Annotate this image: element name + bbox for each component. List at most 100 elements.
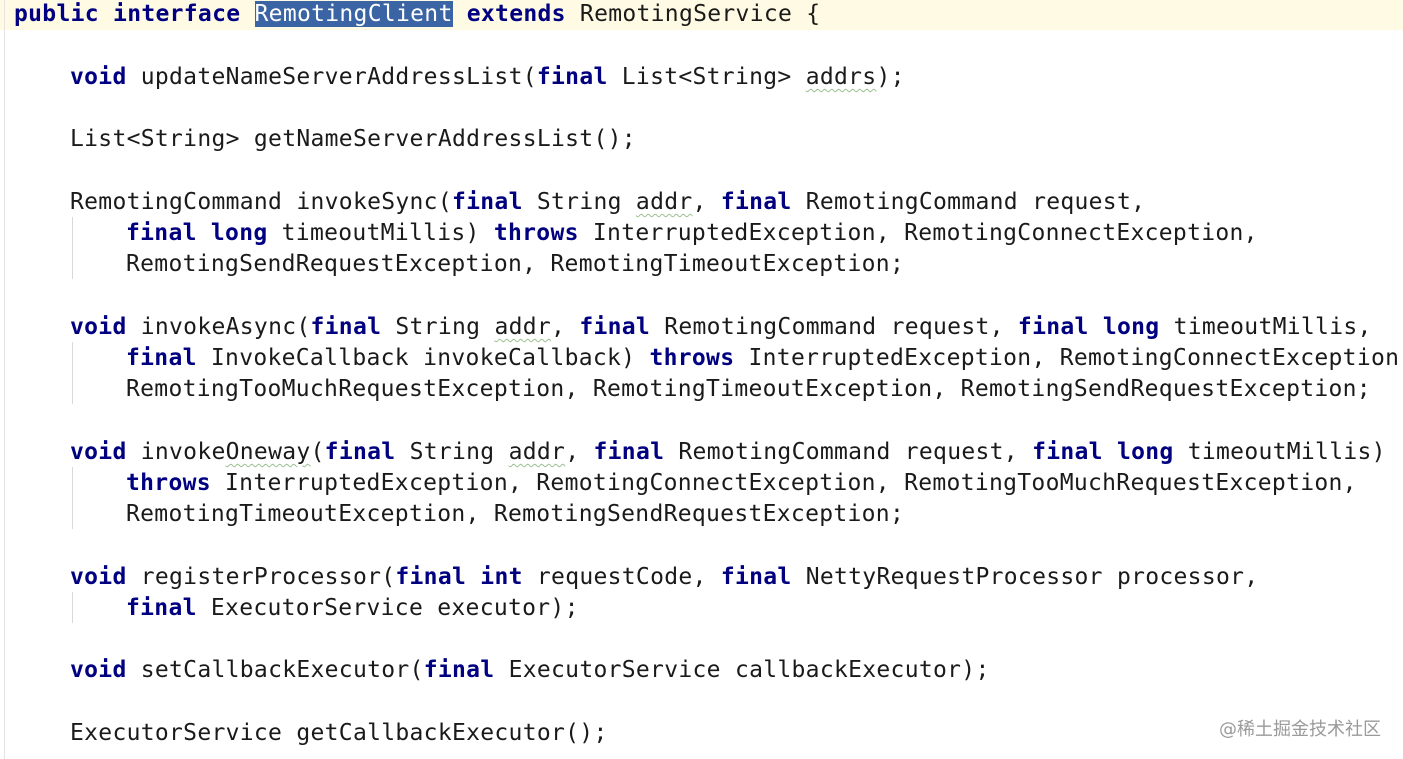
code-text: requestCode,	[522, 564, 721, 590]
keyword: final	[579, 314, 651, 340]
code-line-invoke-oneway[interactable]: void invokeOneway(final String addr, fin…	[70, 437, 1386, 468]
code-line-invoke-async-cont[interactable]: final InvokeCallback invokeCallback) thr…	[126, 343, 1403, 374]
keyword: int	[480, 564, 523, 590]
code-text: RemotingSendRequestException, RemotingTi…	[126, 251, 905, 277]
code-text: RemotingTimeoutException, RemotingSendRe…	[126, 501, 905, 527]
keyword: extends	[466, 1, 566, 27]
indent-guide	[72, 217, 73, 279]
code-text: String	[522, 189, 636, 215]
code-line-get-name-server[interactable]: List<String> getNameServerAddressList();	[70, 124, 636, 155]
code-text: ,	[692, 189, 721, 215]
typo-identifier: addr	[494, 314, 552, 340]
keyword: final	[126, 595, 197, 621]
keyword: interface	[113, 1, 241, 27]
keyword: final	[395, 564, 467, 590]
code-line-invoke-oneway-cont[interactable]: RemotingTimeoutException, RemotingSendRe…	[126, 499, 904, 530]
code-text: InterruptedException, RemotingConnectExc…	[734, 345, 1403, 371]
keyword: throws	[493, 220, 579, 246]
code-text	[99, 1, 113, 27]
code-text: List<String> getNameServerAddressList();	[70, 126, 636, 152]
code-text: RemotingCommand request,	[650, 314, 1018, 340]
code-text: ,	[551, 314, 580, 340]
code-line-update-name-server[interactable]: void updateNameServerAddressList(final L…	[70, 62, 905, 93]
code-text: invokeAsync(	[126, 314, 311, 340]
keyword: final	[423, 657, 495, 683]
code-text: timeoutMillis)	[267, 220, 494, 246]
code-line-register-processor-cont[interactable]: final ExecutorService executor);	[126, 593, 579, 624]
keyword: throws	[126, 470, 211, 496]
code-text	[1089, 314, 1103, 340]
keyword: long	[1102, 314, 1160, 340]
code-line-invoke-sync[interactable]: RemotingCommand invokeSync(final String …	[70, 187, 1145, 218]
code-line-invoke-sync-cont[interactable]: RemotingSendRequestException, RemotingTi…	[126, 249, 904, 280]
keyword: public	[14, 1, 99, 27]
code-text: ExecutorService callbackExecutor);	[494, 657, 990, 683]
keyword: final	[536, 64, 608, 90]
indent-guide	[72, 592, 73, 623]
code-text: InterruptedException, RemotingConnectExc…	[210, 470, 1357, 496]
code-line-invoke-async[interactable]: void invokeAsync(final String addr, fina…	[70, 312, 1372, 343]
code-line-invoke-oneway-cont[interactable]: throws InterruptedException, RemotingCon…	[126, 468, 1357, 499]
code-text: ExecutorService executor);	[196, 595, 579, 621]
code-line-invoke-sync-cont[interactable]: final long timeoutMillis) throws Interru…	[126, 218, 1258, 249]
code-text: );	[876, 64, 905, 90]
keyword: void	[70, 314, 127, 340]
keyword: final	[593, 439, 665, 465]
code-text: RemotingTooMuchRequestException, Remotin…	[126, 376, 1371, 402]
keyword: final	[451, 189, 523, 215]
code-text: List<String>	[607, 64, 806, 90]
keyword: void	[70, 564, 127, 590]
keyword: final	[324, 439, 396, 465]
typo-identifier: Oneway	[225, 439, 311, 465]
keyword: long	[210, 220, 268, 246]
code-text	[453, 1, 467, 27]
code-line-interface-declaration[interactable]: public interface RemotingClient extends …	[14, 0, 820, 30]
keyword: final	[720, 189, 792, 215]
code-text: timeoutMillis,	[1159, 314, 1372, 340]
keyword: void	[70, 64, 127, 90]
keyword: final	[1032, 439, 1103, 465]
code-text: ExecutorService getCallbackExecutor();	[70, 720, 608, 746]
code-text: timeoutMillis)	[1173, 439, 1386, 465]
code-text: ,	[565, 439, 594, 465]
keyword: final	[310, 314, 382, 340]
code-text: (	[310, 439, 325, 465]
code-line-set-callback-executor[interactable]: void setCallbackExecutor(final ExecutorS…	[70, 655, 990, 686]
code-text: RemotingCommand request,	[791, 189, 1146, 215]
keyword: void	[70, 439, 127, 465]
selected-identifier[interactable]: RemotingClient	[254, 1, 453, 27]
watermark: @稀土掘金技术社区	[1219, 719, 1381, 740]
code-text	[1103, 439, 1117, 465]
code-text	[466, 564, 480, 590]
code-text: NettyRequestProcessor processor,	[791, 564, 1259, 590]
indent-guide	[72, 467, 73, 529]
typo-identifier: addrs	[805, 64, 877, 90]
typo-identifier: addr	[635, 189, 693, 215]
code-text: String	[395, 439, 509, 465]
keyword: final	[1017, 314, 1089, 340]
editor-left-edge	[4, 0, 5, 759]
code-text	[240, 1, 254, 27]
keyword: final	[126, 220, 197, 246]
code-text: RemotingCommand request,	[664, 439, 1033, 465]
keyword: final	[126, 345, 197, 371]
code-text: RemotingService {	[565, 1, 821, 27]
code-text: String	[381, 314, 495, 340]
current-line-highlight	[0, 0, 1403, 30]
code-text: InvokeCallback invokeCallback)	[196, 345, 650, 371]
keyword: long	[1116, 439, 1174, 465]
code-line-register-processor[interactable]: void registerProcessor(final int request…	[70, 562, 1258, 593]
code-line-invoke-async-cont[interactable]: RemotingTooMuchRequestException, Remotin…	[126, 374, 1371, 405]
code-text: setCallbackExecutor(	[126, 657, 424, 683]
code-line-get-callback-executor[interactable]: ExecutorService getCallbackExecutor();	[70, 718, 608, 749]
code-text: registerProcessor(	[126, 564, 396, 590]
code-text	[197, 220, 211, 246]
code-text: InterruptedException, RemotingConnectExc…	[578, 220, 1258, 246]
code-text: updateNameServerAddressList(	[126, 64, 537, 90]
keyword: final	[720, 564, 792, 590]
keyword: void	[70, 657, 127, 683]
indent-guide	[72, 342, 73, 404]
code-text: RemotingCommand invokeSync(	[70, 189, 452, 215]
keyword: throws	[649, 345, 735, 371]
